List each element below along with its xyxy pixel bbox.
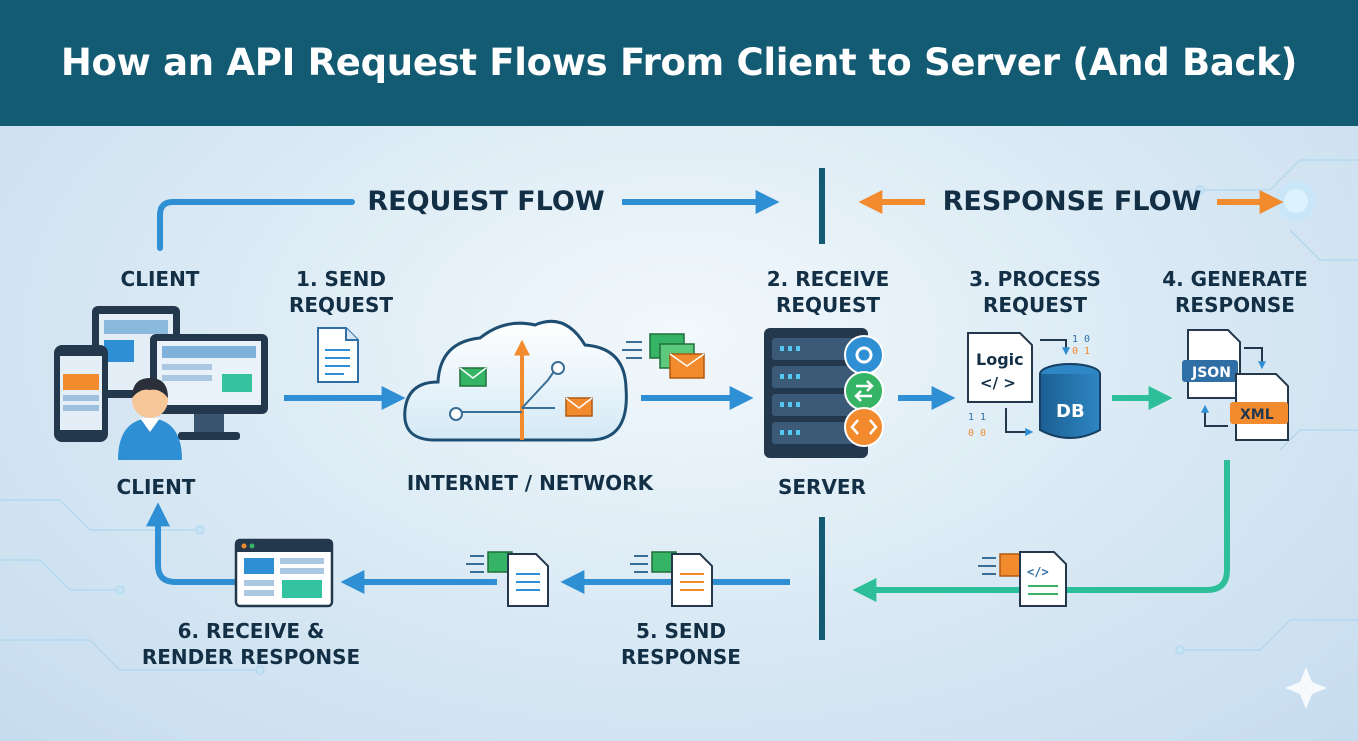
client-bottom-label: CLIENT <box>116 475 196 499</box>
svg-text:Logic: Logic <box>976 350 1024 369</box>
svg-text:1 0: 1 0 <box>1072 334 1090 345</box>
title-bar <box>0 0 1358 126</box>
logic-database-icon: Logic </ > 1 0 0 1 DB 1 1 0 0 <box>967 332 1101 439</box>
server-rack-icon <box>764 328 884 458</box>
response-flow-label: RESPONSE FLOW <box>942 186 1202 217</box>
client-top-label: CLIENT <box>120 267 200 291</box>
svg-text:0 0: 0 0 <box>968 428 986 439</box>
browser-window-icon <box>234 538 334 608</box>
server-label: SERVER <box>777 475 866 499</box>
page-title: How an API Request Flows From Client to … <box>60 41 1298 84</box>
svg-text:DB: DB <box>1056 401 1085 422</box>
gear-icon <box>844 335 884 375</box>
request-flow-label: REQUEST FLOW <box>367 186 605 217</box>
client-receive-document-icon <box>466 551 549 607</box>
svg-text:XML: XML <box>1240 407 1274 423</box>
step-send-request: 1. SEND REQUEST <box>288 267 393 317</box>
request-flow-line <box>157 199 355 251</box>
svg-text:</>: </> <box>1027 565 1049 579</box>
sparkle-icon <box>1285 667 1327 709</box>
request-document-icon <box>317 327 359 383</box>
circuit-decoration <box>0 159 1358 675</box>
client-devices-icon <box>54 306 268 460</box>
step-receive-render: 6. RECEIVE & RENDER RESPONSE <box>141 619 361 669</box>
json-xml-files-icon: JSON XML <box>1182 329 1289 441</box>
svg-text:1 1: 1 1 <box>968 412 986 423</box>
svg-text:JSON: JSON <box>1191 365 1231 381</box>
network-label: INTERNET / NETWORK <box>406 471 654 495</box>
step-send-response: 5. SEND RESPONSE <box>621 619 741 669</box>
message-envelopes-icon <box>622 333 705 379</box>
return-path-line <box>852 460 1230 602</box>
svg-text:</ >: </ > <box>980 374 1016 392</box>
svg-text:0 1: 0 1 <box>1072 346 1090 357</box>
step-process-request: 3. PROCESS REQUEST <box>969 267 1101 317</box>
code-icon <box>844 407 884 447</box>
step-receive-request: 2. RECEIVE REQUEST <box>766 267 890 317</box>
arrow-to-client <box>146 502 236 585</box>
network-cloud-icon <box>403 319 628 442</box>
response-code-document-icon: </> <box>978 551 1067 607</box>
swap-icon <box>844 371 884 411</box>
step-generate-response: 4. GENERATE RESPONSE <box>1162 267 1308 317</box>
response-document-icon <box>630 551 713 607</box>
